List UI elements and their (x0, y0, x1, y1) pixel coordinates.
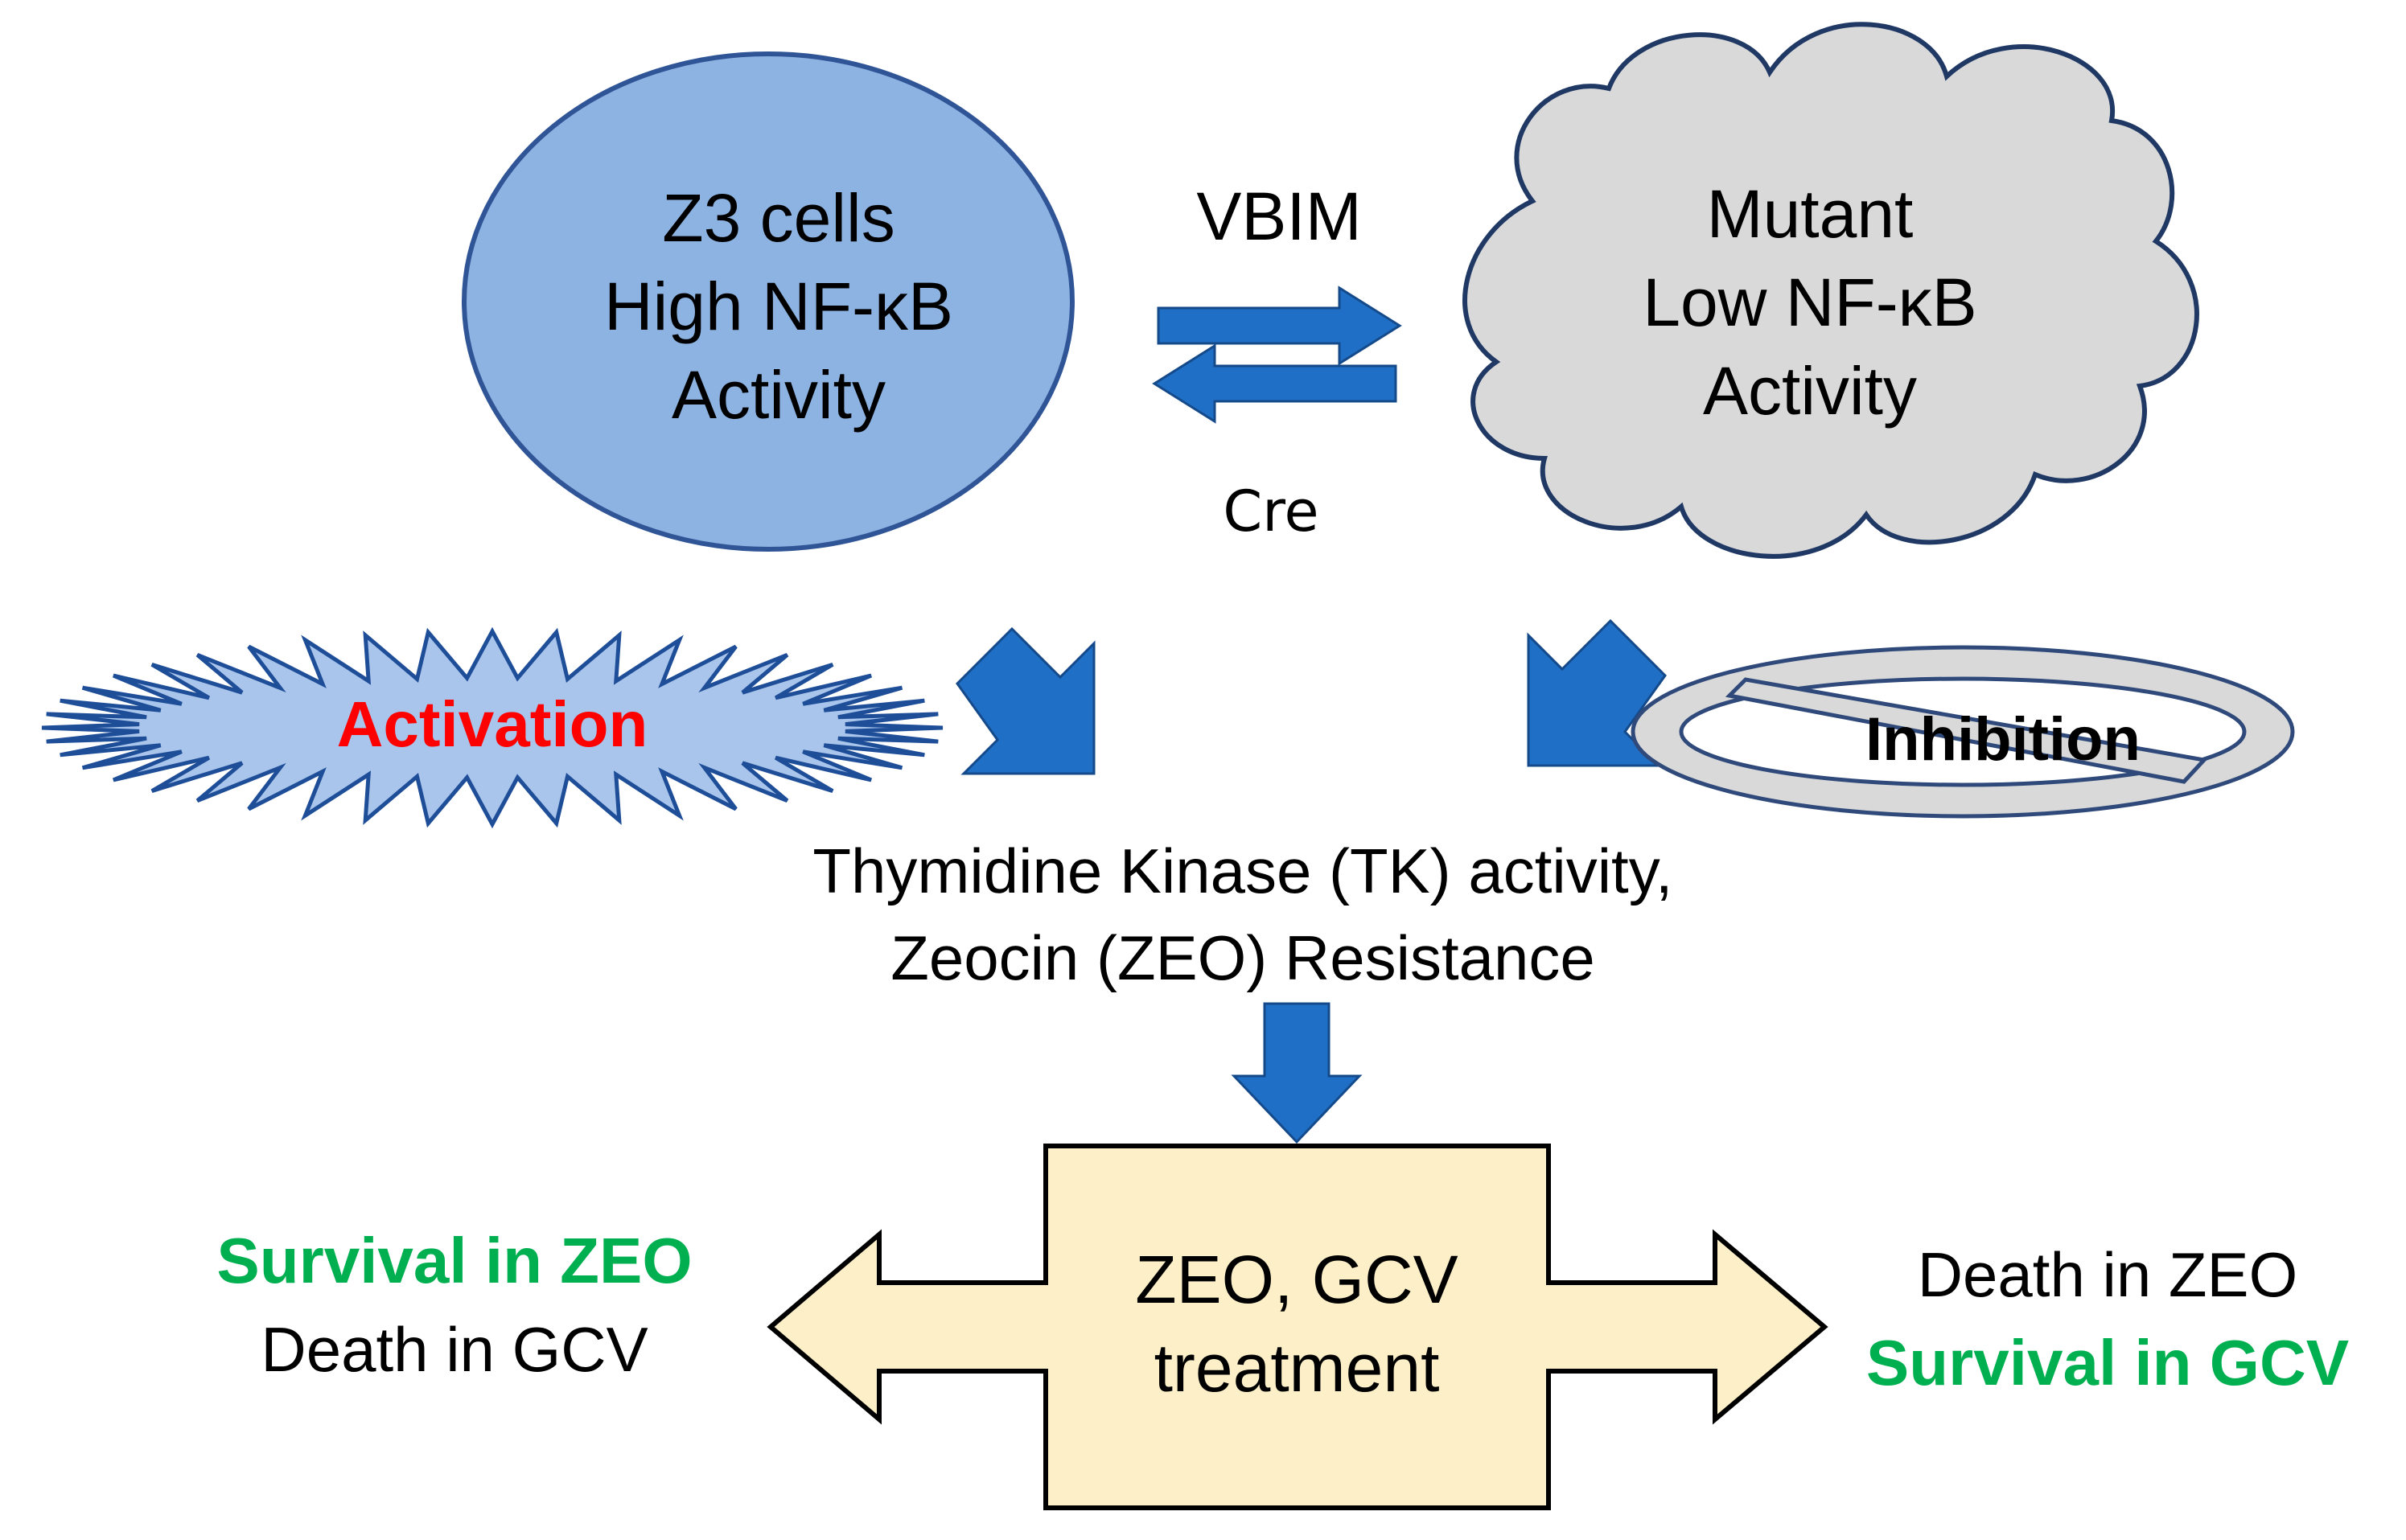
treatment-node: ZEO, GCV treatment (767, 1144, 1828, 1510)
treatment-double-arrow (767, 1144, 1828, 1510)
forward-label: VBIM (1196, 179, 1361, 254)
tk-line1: Thymidine Kinase (TK) activity, (812, 836, 1672, 906)
inhibition-arrow (1527, 618, 1667, 767)
activation-arrow (956, 626, 1096, 775)
inhibition-slash (1725, 677, 2208, 784)
source-line3: Activity (672, 357, 886, 433)
activation-burst: Activation (41, 626, 944, 829)
forward-arrow (1157, 285, 1402, 366)
inhibition-sign: Inhibition (1631, 645, 2295, 819)
activation-burst-shape (41, 626, 944, 829)
tk-node: Thymidine Kinase (TK) activity, Zeocin (… (812, 836, 1672, 993)
mutant-node: Mutant Low NF-κB Activity (1462, 22, 2199, 559)
source-ellipse (462, 51, 1075, 552)
left-outcome-death: Death in GCV (261, 1314, 648, 1385)
left-outcome: Survival in ZEO Death in GCV (216, 1225, 692, 1385)
inhibition-label: Inhibition (1865, 705, 2141, 774)
right-outcome-death: Death in ZEO (1918, 1239, 2298, 1310)
activation-label: Activation (337, 688, 648, 760)
source-line2: High NF-κB (604, 269, 953, 344)
treatment-line1: ZEO, GCV (1135, 1242, 1458, 1317)
treatment-arrow (1231, 1002, 1363, 1144)
mutant-line2: Low NF-κB (1643, 265, 1976, 340)
mutant-cloud (1462, 22, 2199, 559)
tk-line2: Zeocin (ZEO) Resistance (890, 922, 1595, 993)
source-node: Z3 cells High NF-κB Activity (462, 51, 1075, 552)
source-line1: Z3 cells (662, 180, 895, 256)
right-outcome: Death in ZEO Survival in GCV (1866, 1239, 2349, 1398)
mutant-line1: Mutant (1707, 176, 1914, 252)
reverse-arrow (1152, 343, 1397, 424)
treatment-line2: treatment (1154, 1330, 1440, 1406)
right-outcome-survival: Survival in GCV (1866, 1327, 2349, 1398)
reverse-label: Cre (1223, 478, 1318, 544)
reversible-arrows: VBIM Cre (1152, 179, 1402, 544)
left-outcome-survival: Survival in ZEO (216, 1225, 692, 1296)
mutant-line3: Activity (1703, 353, 1917, 429)
